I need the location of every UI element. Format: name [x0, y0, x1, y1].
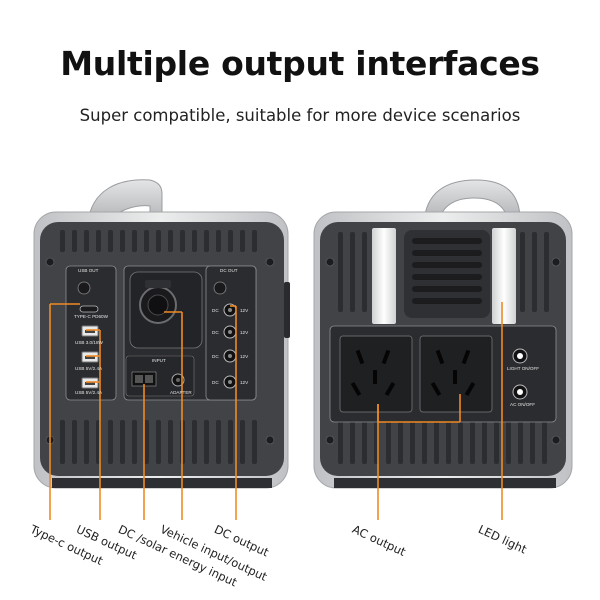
led-bar-right	[492, 228, 516, 324]
dc-port-4-volt: 12V	[240, 380, 249, 385]
usb-out-label: USB OUT	[78, 268, 99, 273]
port-label-type-c: TYPE-C PD60W	[74, 314, 108, 319]
port-label-usb-2: USB 5V/2.4A	[75, 390, 103, 395]
dc-port-2-label: DC	[212, 330, 219, 335]
port-label-usb30: USB 3.0/18W	[75, 340, 103, 345]
dc-out-label: DC OUT	[220, 268, 238, 273]
dc-port-3-label: DC	[212, 354, 219, 359]
dc-power-button	[213, 281, 227, 295]
dc-port-3-volt: 12V	[240, 354, 249, 359]
input-label: INPUT	[152, 358, 166, 363]
usb-power-button	[77, 281, 91, 295]
dc-port-2-volt: 12V	[240, 330, 249, 335]
dc-port-1-volt: 12V	[240, 308, 249, 313]
left-callout-lines	[49, 303, 237, 520]
usb-c-port	[79, 305, 99, 313]
headline: Multiple output interfaces	[60, 44, 540, 83]
right-callout-lines	[377, 302, 503, 520]
left-unit	[33, 179, 290, 520]
port-label-usb-1: USB 5V/2.4A	[75, 366, 103, 371]
dc-port-4-label: DC	[212, 380, 219, 385]
subheadline: Super compatible, suitable for more devi…	[79, 106, 521, 125]
light-switch-label: LIGHT ON/OFF	[507, 366, 540, 371]
adapter-label: ADAPTER	[170, 390, 192, 395]
led-bar-left	[372, 228, 396, 324]
ac-switch-label: AC ON/OFF	[510, 402, 536, 407]
right-unit	[313, 179, 573, 520]
dc-port-1-label: DC	[212, 308, 219, 313]
